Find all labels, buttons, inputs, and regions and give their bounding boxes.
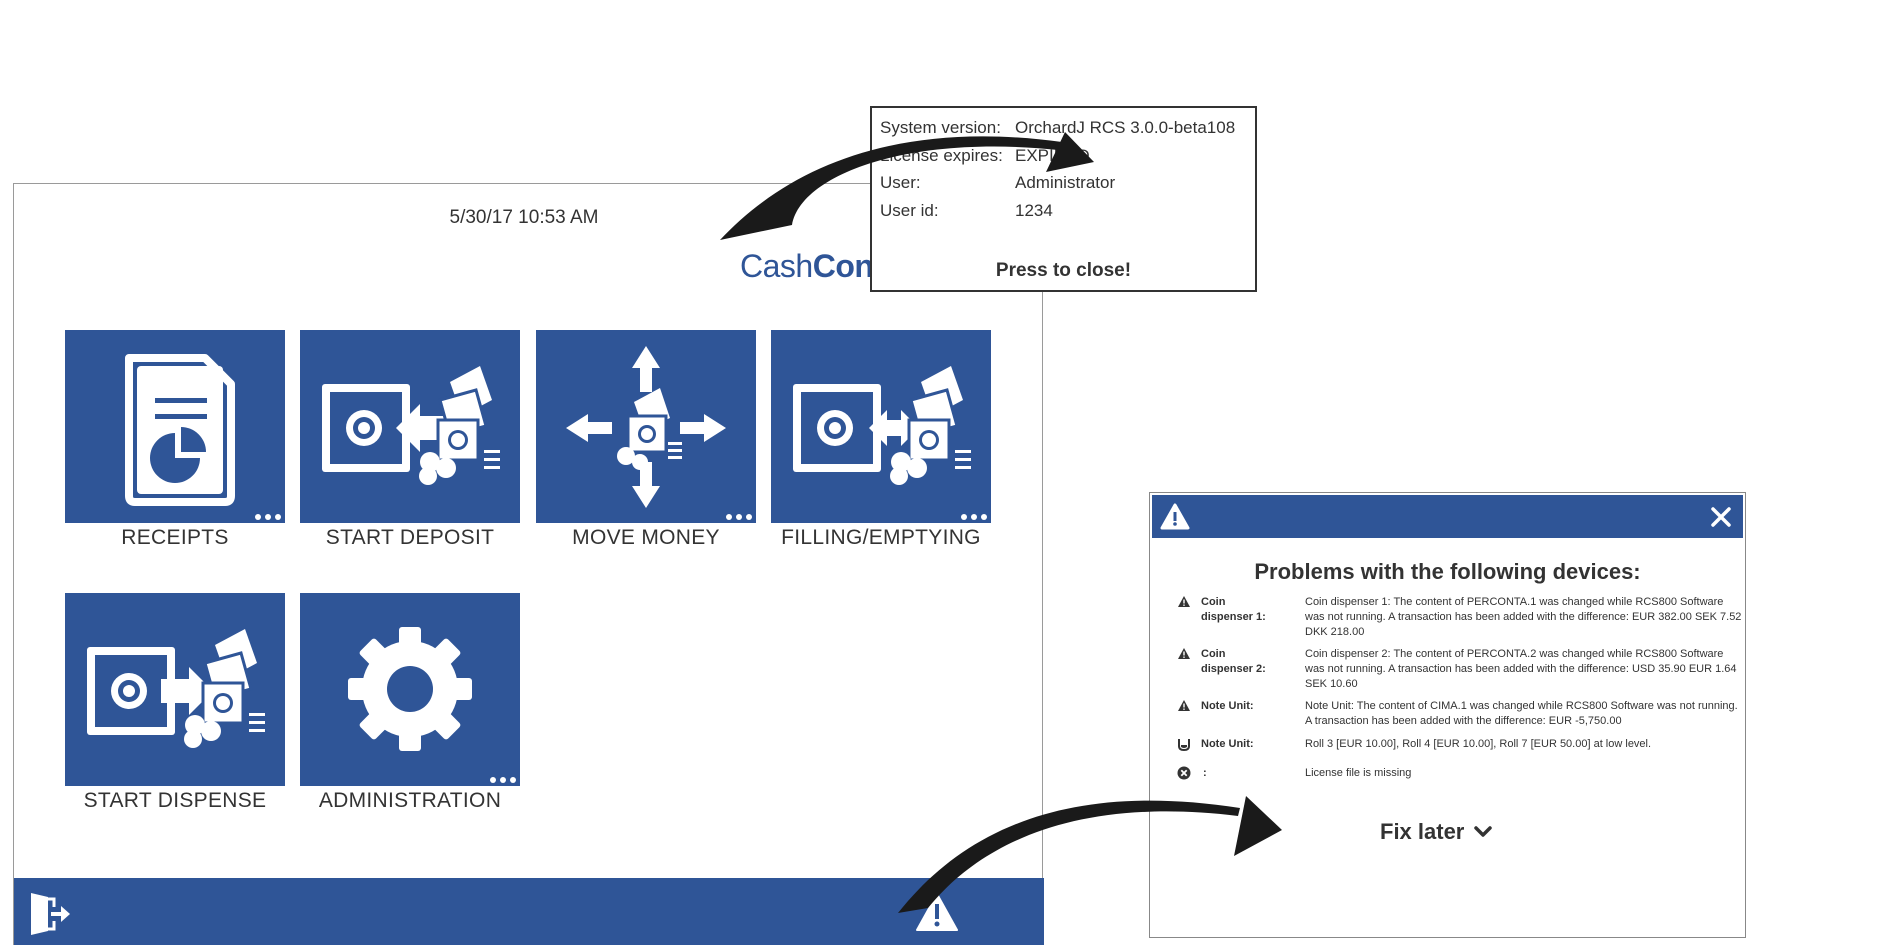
info-row-user: User:Administrator [880, 173, 1116, 192]
more-icon [490, 777, 516, 783]
fix-later-label: Fix later [1380, 819, 1465, 844]
error-icon [1177, 766, 1191, 780]
move-money-label: MOVE MONEY [572, 526, 720, 549]
safe-dispense-icon [87, 629, 265, 748]
problem-message: License file is missing [1305, 767, 1412, 779]
press-to-close-button[interactable]: Press to close! [995, 260, 1132, 281]
move-money-tile[interactable] [536, 330, 756, 523]
problem-message: Roll 3 [EUR 10.00], Roll 4 [EUR 10.00], … [1305, 738, 1652, 750]
warning-icon [1178, 648, 1190, 659]
receipt-document-icon [125, 354, 235, 506]
info-row-license: License expires:EXPIRED [880, 146, 1090, 165]
problem-message: Coin dispenser 2: The content of PERCONT… [1305, 648, 1737, 690]
problem-message: Coin dispenser 1: The content of PERCONT… [1305, 596, 1742, 638]
logo-bold: Con [812, 248, 874, 284]
safe-exchange-icon [793, 366, 971, 485]
more-icon [961, 514, 987, 520]
problem-device: Coin dispenser 2: [1201, 648, 1266, 675]
filling-emptying-label: FILLING/EMPTYING [781, 526, 981, 549]
problem-device: Coin dispenser 1: [1201, 596, 1266, 623]
receipts-label: RECEIPTS [121, 526, 229, 549]
start-deposit-label: START DEPOSIT [325, 526, 495, 549]
warning-icon [1178, 700, 1190, 711]
warning-icon[interactable] [916, 892, 958, 932]
logo-light: Cash [740, 248, 813, 284]
info-popup[interactable]: System version:OrchardJ RCS 3.0.0-beta10… [870, 106, 1257, 292]
info-row-system-version: System version:OrchardJ RCS 3.0.0-beta10… [880, 118, 1236, 137]
dialog-header [1152, 495, 1743, 538]
dialog-title: Problems with the following devices: [1254, 559, 1641, 584]
administration-tile[interactable] [300, 593, 520, 786]
warning-icon [1178, 596, 1190, 607]
start-dispense-tile[interactable] [65, 593, 285, 786]
chevron-down-icon [1474, 826, 1493, 837]
problems-dialog: Problems with the following devices: Coi… [1149, 492, 1746, 938]
close-icon[interactable] [1709, 505, 1733, 529]
fix-later-button[interactable]: Fix later [1380, 819, 1493, 845]
receipts-tile[interactable] [65, 330, 285, 523]
logout-icon[interactable] [28, 891, 72, 935]
low-level-icon [1178, 739, 1190, 751]
gear-icon [348, 627, 472, 751]
administration-label: ADMINISTRATION [318, 789, 502, 812]
more-icon [726, 514, 752, 520]
more-icon [255, 514, 281, 520]
main-screen: 5/30/17 10:53 AM CashCon RECEIPTS [13, 183, 1044, 945]
problem-message: Note Unit: The content of CIMA.1 was cha… [1305, 700, 1738, 727]
start-dispense-label: START DISPENSE [83, 789, 267, 812]
problem-device: : [1203, 767, 1207, 779]
problem-device: Note Unit: [1201, 700, 1254, 712]
problem-device: Note Unit: [1201, 738, 1254, 750]
bottom-bar [14, 878, 1044, 945]
move-money-icon [566, 346, 726, 508]
logo: CashCon [740, 248, 874, 285]
filling-emptying-tile[interactable] [771, 330, 991, 523]
safe-deposit-icon [322, 366, 500, 485]
start-deposit-tile[interactable] [300, 330, 520, 523]
datetime[interactable]: 5/30/17 10:53 AM [449, 207, 599, 228]
info-row-user-id: User id:1234 [880, 201, 1053, 220]
warning-icon [1160, 503, 1190, 530]
